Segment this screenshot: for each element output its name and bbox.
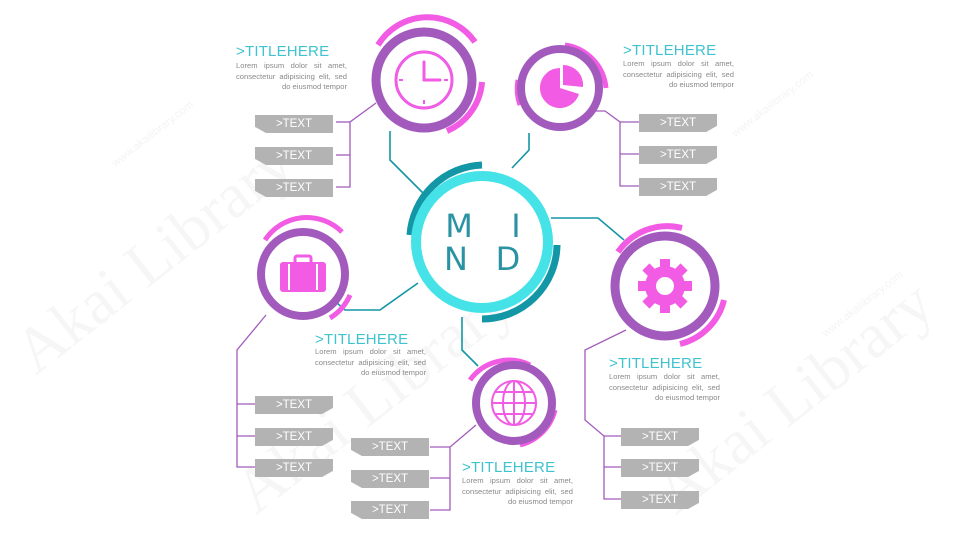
topic-title: >TITLEHERE [236, 43, 330, 60]
center-ring [411, 171, 553, 313]
center-node: M I N D [406, 161, 561, 323]
text-tag[interactable]: >TEXT [351, 438, 429, 456]
text-tag[interactable]: >TEXT [621, 491, 699, 509]
briefcase-icon [280, 254, 326, 292]
text-tag[interactable]: >TEXT [621, 428, 699, 446]
center-letter-n: N [444, 240, 468, 278]
topic-body: Lorem ipsum dolor sit amet, consectetur … [315, 347, 426, 378]
text-tag[interactable]: >TEXT [255, 115, 333, 133]
globe-icon [491, 380, 537, 426]
branch-gear [584, 329, 627, 500]
topic-title: >TITLEHERE [315, 331, 409, 348]
connector-pie [511, 133, 530, 169]
text-tag[interactable]: >TEXT [255, 459, 333, 477]
center-arc-top [406, 161, 483, 236]
connector-clock [389, 131, 428, 198]
topic-body: Lorem ipsum dolor sit amet, consectetur … [609, 372, 720, 403]
text-tag[interactable]: >TEXT [255, 147, 333, 165]
gear-icon [638, 259, 692, 313]
center-letter-d: D [496, 240, 521, 278]
text-tag[interactable]: >TEXT [639, 146, 717, 164]
branch-briefcase [236, 314, 267, 468]
tag-connectors [236, 102, 640, 511]
text-tag[interactable]: >TEXT [255, 428, 333, 446]
node-briefcase [257, 214, 353, 321]
branch-clock [336, 102, 377, 188]
text-tag[interactable]: >TEXT [255, 396, 333, 414]
center-connectors [336, 131, 625, 367]
text-tag[interactable]: >TEXT [351, 470, 429, 488]
text-tag[interactable]: >TEXT [639, 178, 717, 196]
text-tag[interactable]: >TEXT [639, 114, 717, 132]
node-gear [610, 223, 727, 347]
text-tag[interactable]: >TEXT [621, 459, 699, 477]
topic-title: >TITLEHERE [609, 355, 703, 372]
pie-chart-icon [539, 64, 584, 108]
center-letter-i: I [511, 207, 520, 245]
topic-body: Lorem ipsum dolor sit amet, consectetur … [623, 59, 734, 90]
topic-title: >TITLEHERE [462, 459, 556, 476]
center-arc-bottom [481, 244, 561, 323]
node-clock [371, 14, 485, 134]
connector-globe [461, 317, 479, 367]
center-letter-m: M [445, 207, 473, 245]
topic-body: Lorem ipsum dolor sit amet, consectetur … [462, 476, 573, 507]
connector-gear [551, 217, 625, 241]
topic-title: >TITLEHERE [623, 42, 717, 59]
clock-icon [394, 50, 454, 110]
topic-body: Lorem ipsum dolor sit amet, consectetur … [236, 61, 347, 92]
text-tag[interactable]: >TEXT [351, 501, 429, 519]
node-pie [514, 42, 609, 131]
node-globe [467, 357, 558, 448]
text-tag[interactable]: >TEXT [255, 179, 333, 197]
